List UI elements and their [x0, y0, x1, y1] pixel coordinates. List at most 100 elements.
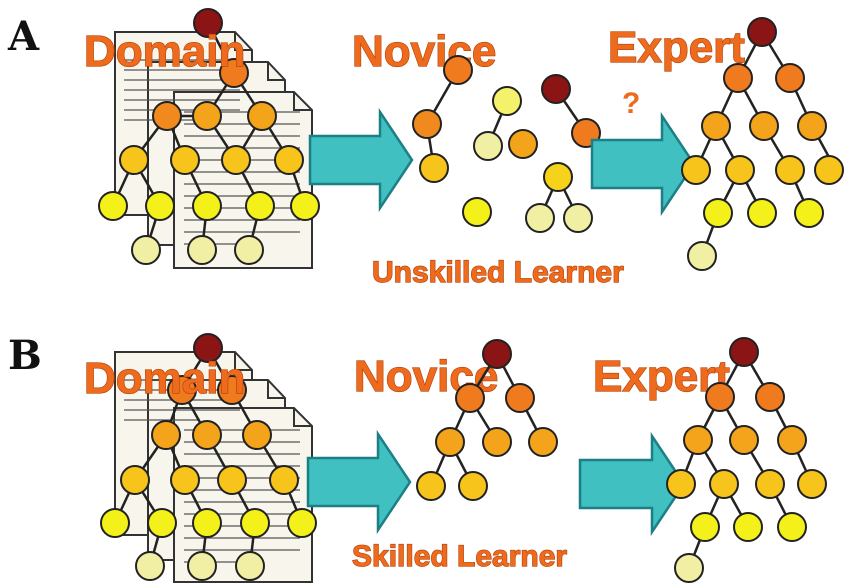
tree-node [170, 145, 200, 175]
tree-node [541, 74, 571, 104]
tree-node [794, 198, 824, 228]
panel-b-expert-label: Expert [593, 352, 730, 401]
tree-node [777, 512, 807, 542]
tree-node [797, 111, 827, 141]
tree-node [145, 191, 175, 221]
panel-b-novice-tree [416, 339, 558, 501]
tree-node [473, 131, 503, 161]
tree-node [135, 551, 165, 581]
panel-a: A [7, 8, 844, 290]
tree-node [709, 469, 739, 499]
tree-node [725, 155, 755, 185]
panel-a-arrow-1 [308, 107, 414, 213]
tree-node [482, 339, 512, 369]
tree-node [193, 333, 223, 363]
tree-node [242, 420, 272, 450]
tree-node [777, 425, 807, 455]
tree-node [462, 197, 492, 227]
tree-node [674, 553, 704, 583]
tree-node [775, 63, 805, 93]
tree-node [100, 508, 130, 538]
tree-node [683, 425, 713, 455]
tree-node [747, 198, 777, 228]
tree-node [247, 101, 277, 131]
skilled-learner-label: Skilled Learner [352, 540, 567, 573]
tree-node [187, 235, 217, 265]
tree-node [435, 427, 465, 457]
tree-node [290, 191, 320, 221]
tree-node [192, 191, 222, 221]
panel-a-domain-label: Domain [84, 27, 245, 76]
panel-b-letter: B [8, 332, 42, 379]
tree-node [729, 337, 759, 367]
panel-a-novice-fragments [412, 55, 601, 233]
tree-node [217, 465, 247, 495]
tree-node [729, 425, 759, 455]
panel-a-domain-tree [98, 8, 320, 265]
tree-node [287, 508, 317, 538]
tree-node [482, 427, 512, 457]
tree-node [543, 162, 573, 192]
tree-node [234, 235, 264, 265]
tree-node [131, 235, 161, 265]
tree-node [219, 58, 249, 88]
tree-node [797, 469, 827, 499]
tree-node [119, 145, 149, 175]
panel-b: B [8, 332, 827, 583]
tree-node [705, 382, 735, 412]
panel-b-expert-tree [666, 337, 827, 583]
tree-node [492, 86, 522, 116]
tree-node [167, 375, 197, 405]
panel-b-documents [114, 351, 313, 583]
tree-node [98, 191, 128, 221]
tree-node [151, 420, 181, 450]
panel-b-arrow-1 [306, 429, 412, 535]
tree-node [701, 111, 731, 141]
tree-node [193, 8, 223, 38]
tree-node [563, 203, 593, 233]
tree-node [245, 191, 275, 221]
panel-a-expert-label: Expert [608, 23, 745, 72]
tree-node [687, 241, 717, 271]
tree-node [505, 383, 535, 413]
panel-a-expert-tree [681, 17, 844, 271]
tree-node [416, 471, 446, 501]
tree-node [755, 469, 785, 499]
tree-node [192, 101, 222, 131]
tree-node [814, 155, 844, 185]
tree-node [747, 17, 777, 47]
tree-node [749, 111, 779, 141]
tree-node [681, 155, 711, 185]
tree-node [217, 375, 247, 405]
panel-a-letter: A [7, 13, 40, 60]
panel-b-domain-tree [100, 333, 317, 581]
tree-node [703, 198, 733, 228]
panel-a-arrow-2 [590, 111, 696, 217]
tree-node [666, 469, 696, 499]
question-mark: ? [622, 87, 640, 120]
tree-node [412, 109, 442, 139]
tree-node [443, 55, 473, 85]
tree-node [192, 420, 222, 450]
tree-node [528, 427, 558, 457]
tree-node [733, 512, 763, 542]
tree-node [192, 508, 222, 538]
panel-b-arrow-2 [578, 431, 686, 537]
tree-node [458, 471, 488, 501]
tree-node [187, 551, 217, 581]
tree-node [755, 382, 785, 412]
panel-b-domain-label: Domain [84, 354, 245, 403]
tree-node [419, 153, 449, 183]
tree-node [235, 551, 265, 581]
tree-node [269, 465, 299, 495]
tree-node [120, 465, 150, 495]
tree-node [274, 145, 304, 175]
tree-node [152, 101, 182, 131]
tree-node [775, 155, 805, 185]
unskilled-learner-label: Unskilled Learner [372, 256, 624, 289]
tree-node [690, 512, 720, 542]
tree-node [170, 465, 200, 495]
tree-node [525, 203, 555, 233]
